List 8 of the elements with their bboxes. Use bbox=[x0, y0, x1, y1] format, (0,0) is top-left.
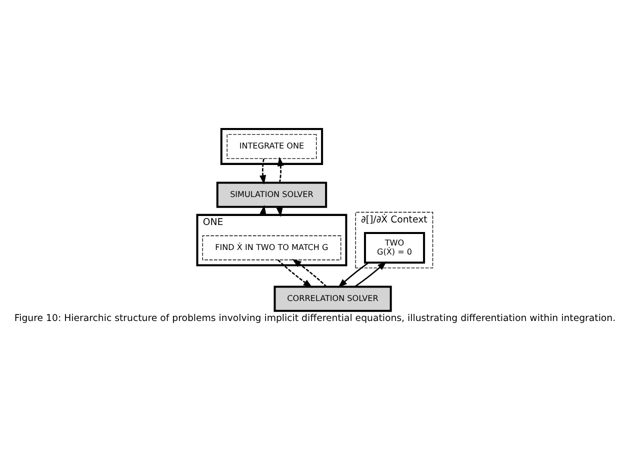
arrow bbox=[278, 259, 313, 288]
cluster bbox=[220, 128, 324, 164]
arrow bbox=[292, 258, 327, 287]
arrow bbox=[354, 260, 387, 287]
arrow bbox=[260, 158, 266, 184]
caption: Figure 10: Hierarchic structure of problems involving implicit differential equations, illustrating differentiation within integration. bbox=[14, 312, 616, 324]
arrow bbox=[277, 156, 284, 182]
arrow bbox=[338, 262, 370, 288]
